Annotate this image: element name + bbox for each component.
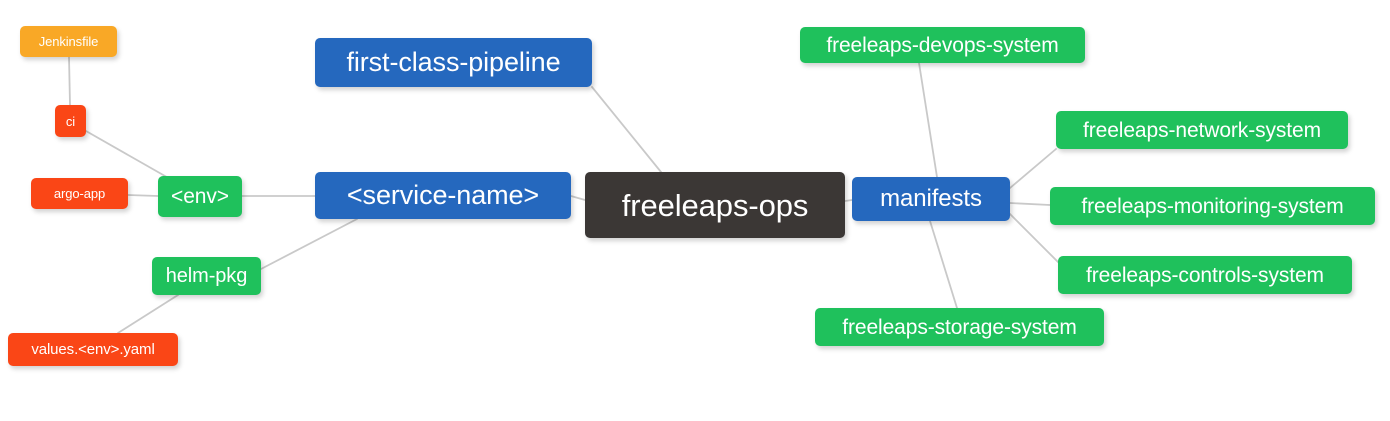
node-service-name[interactable]: <service-name> <box>315 172 571 219</box>
node-helm-pkg[interactable]: helm-pkg <box>152 257 261 295</box>
node-label-freeleaps-monitoring-system: freeleaps-monitoring-system <box>1081 194 1344 218</box>
edge-helm-values <box>117 294 179 334</box>
edge-service-root <box>570 195 586 201</box>
edge-jenkinsfile-ci <box>68 56 71 106</box>
edge-pipeline-root <box>591 86 662 173</box>
node-ci[interactable]: ci <box>55 105 86 137</box>
node-manifests[interactable]: manifests <box>852 177 1010 221</box>
edge-manifests-storage <box>929 220 958 309</box>
node-label-env: <env> <box>171 185 229 208</box>
node-freeleaps-storage-system[interactable]: freeleaps-storage-system <box>815 308 1104 346</box>
node-label-argo-app: argo-app <box>53 186 106 201</box>
node-jenkinsfile[interactable]: Jenkinsfile <box>20 26 117 57</box>
edge-ci-env <box>85 130 173 181</box>
edge-manifests-devops <box>918 62 938 178</box>
node-freeleaps-ops[interactable]: freeleaps-ops <box>585 172 845 238</box>
node-label-values-yaml: values.<env>.yaml <box>31 341 155 358</box>
node-label-helm-pkg: helm-pkg <box>165 265 248 287</box>
node-freeleaps-devops-system[interactable]: freeleaps-devops-system <box>800 27 1085 63</box>
node-label-freeleaps-storage-system: freeleaps-storage-system <box>842 315 1077 339</box>
node-label-freeleaps-devops-system: freeleaps-devops-system <box>826 33 1059 57</box>
node-argo-app[interactable]: argo-app <box>31 178 128 209</box>
node-first-class-pipeline[interactable]: first-class-pipeline <box>315 38 592 87</box>
node-label-freeleaps-ops: freeleaps-ops <box>621 187 809 223</box>
node-label-first-class-pipeline: first-class-pipeline <box>346 47 561 77</box>
node-freeleaps-monitoring-system[interactable]: freeleaps-monitoring-system <box>1050 187 1375 225</box>
node-label-freeleaps-controls-system: freeleaps-controls-system <box>1086 263 1324 287</box>
edge-service-helm <box>260 218 358 270</box>
edge-root-manifests <box>844 199 853 202</box>
node-label-freeleaps-network-system: freeleaps-network-system <box>1082 118 1321 142</box>
node-label-manifests: manifests <box>880 185 982 212</box>
edge-argo-env <box>127 194 159 197</box>
node-label-ci: ci <box>65 113 76 129</box>
edge-manifests-monitor <box>1009 202 1051 206</box>
node-env[interactable]: <env> <box>158 176 242 217</box>
node-values-yaml[interactable]: values.<env>.yaml <box>8 333 178 366</box>
node-freeleaps-controls-system[interactable]: freeleaps-controls-system <box>1058 256 1352 294</box>
node-freeleaps-network-system[interactable]: freeleaps-network-system <box>1056 111 1348 149</box>
node-label-service-name: <service-name> <box>346 180 540 210</box>
node-label-jenkinsfile: Jenkinsfile <box>38 34 99 49</box>
edge-manifests-network <box>1009 148 1057 189</box>
